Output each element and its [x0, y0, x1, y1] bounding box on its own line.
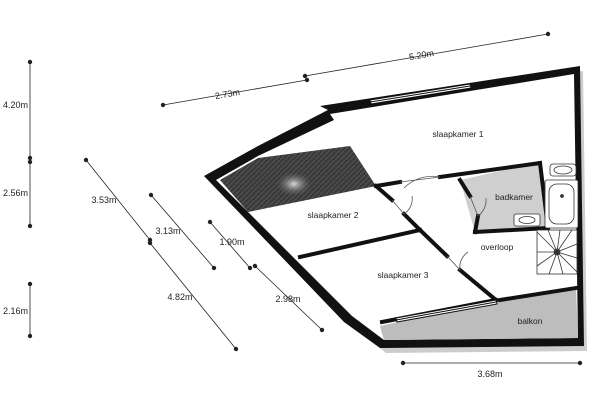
doors	[391, 175, 487, 272]
dimension-label-top-273: 2.73m	[214, 87, 240, 101]
room-label-slaapkamer-3: slaapkamer 3	[377, 270, 428, 280]
dimension-label-top-520: 5.20m	[408, 48, 434, 62]
room-label-badkamer: badkamer	[495, 192, 533, 202]
room-label-slaapkamer-2: slaapkamer 2	[307, 210, 358, 220]
dimension-lines	[27, 31, 583, 366]
balcony-floor	[380, 288, 578, 340]
bathroom-fixtures	[513, 163, 579, 229]
dimension-label-diag-298: 2.98m	[275, 294, 300, 304]
room-label-overloop: overloop	[481, 242, 514, 252]
dimension-label-left-256: 2.56m	[3, 188, 28, 198]
dimension-label-diag-482: 4.82m	[167, 292, 192, 302]
room-label-slaapkamer-1: slaapkamer 1	[432, 129, 483, 139]
dimension-labels: 5.20m 2.73m 4.20m 2.56m 2.16m 3.53m 3.13…	[3, 48, 503, 379]
windows	[369, 83, 498, 323]
dimension-label-left-420: 4.20m	[3, 100, 28, 110]
room-label-balkon: balkon	[517, 316, 542, 326]
spiral-stair	[536, 229, 578, 275]
building-shell	[204, 66, 587, 353]
stairwell-light	[276, 172, 312, 196]
dimension-label-left-216: 2.16m	[3, 306, 28, 316]
interior-floor	[216, 74, 578, 340]
dimension-label-diag-190: 1.90m	[219, 237, 244, 247]
dimension-label-bottom-368: 3.68m	[477, 369, 502, 379]
dimension-label-diag-313: 3.13m	[155, 226, 180, 236]
dimension-label-diag-353: 3.53m	[91, 195, 116, 205]
room-labels: slaapkamer 1 slaapkamer 2 slaapkamer 3 b…	[307, 129, 542, 326]
